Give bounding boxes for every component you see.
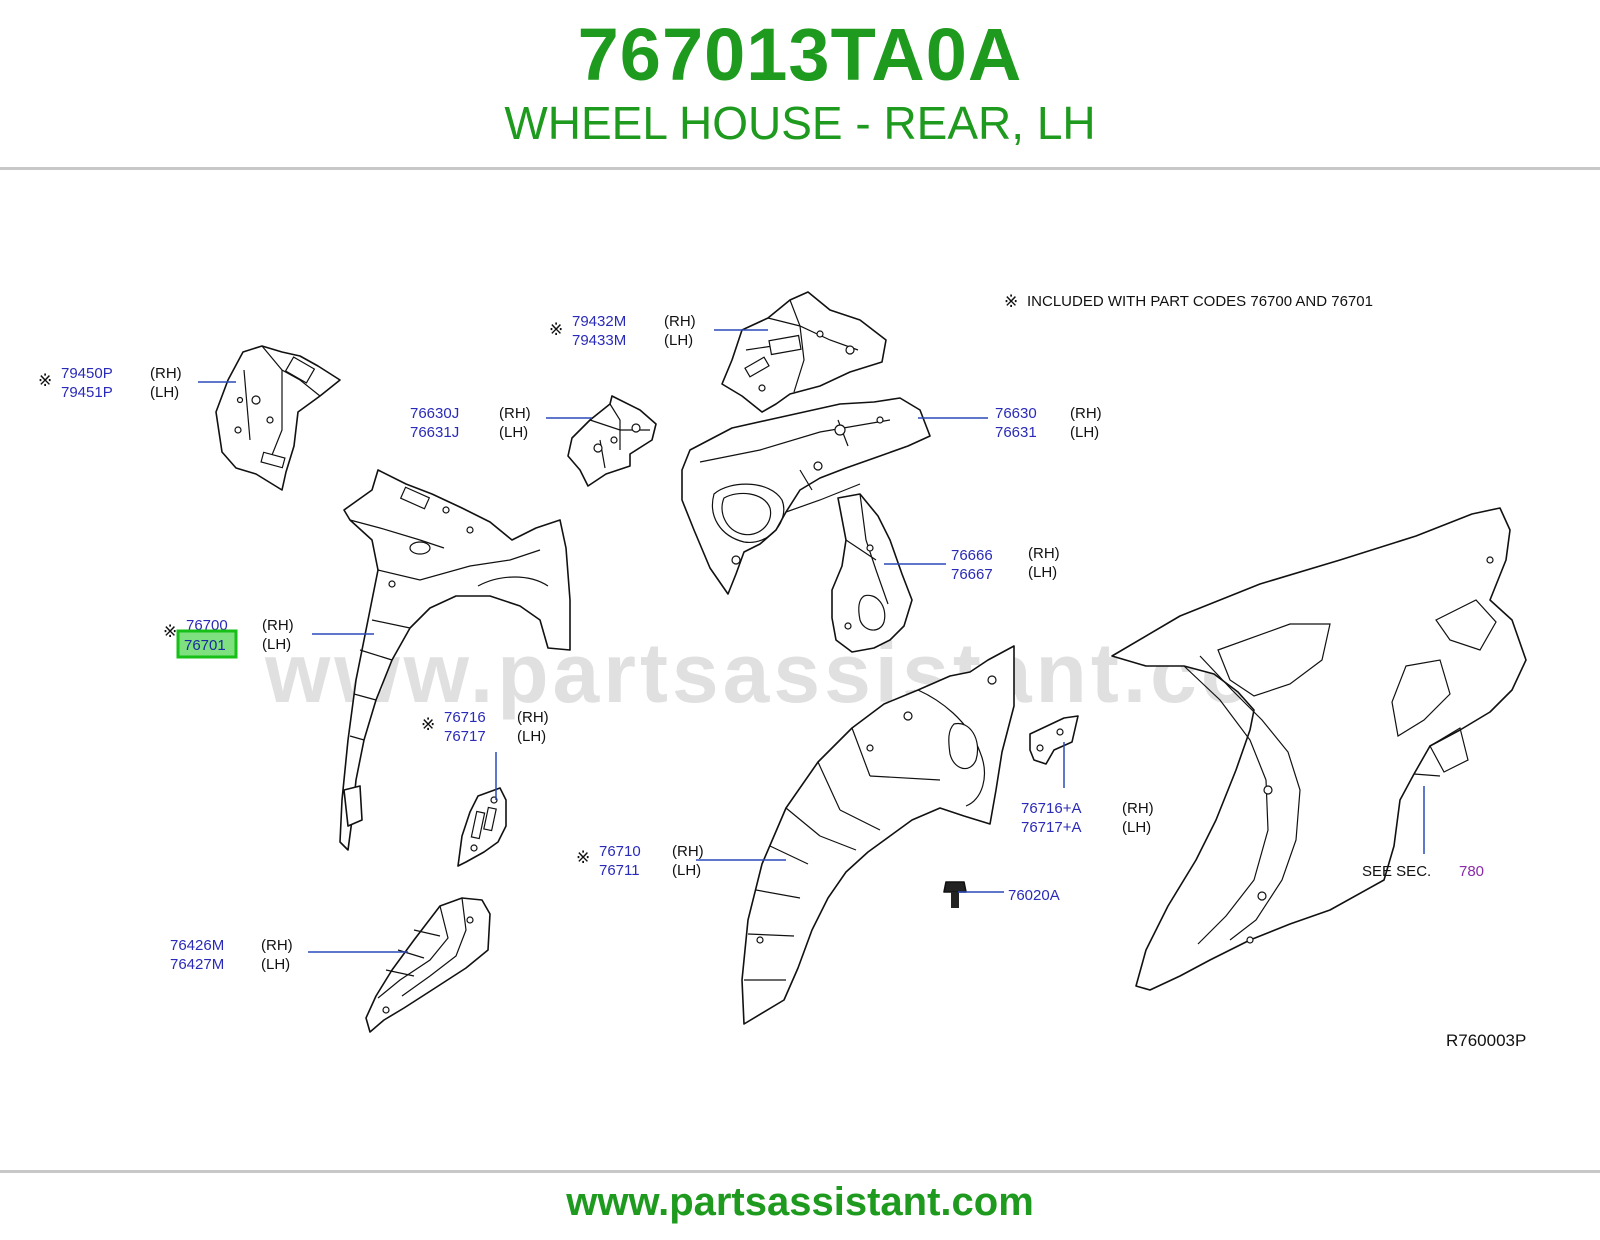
side-label-lh: (LH) [664,332,693,349]
part-code-76717[interactable]: 76717 [444,728,486,745]
part-panel-76630 [681,397,931,595]
part-bracket-76716 [457,787,507,867]
part-code-76666[interactable]: 76666 [951,547,993,564]
footer-divider [0,1170,1600,1173]
side-label-lh: (LH) [1070,424,1099,441]
diagram-code: R760003P [1446,1031,1526,1050]
part-body-side-panel [1111,507,1527,991]
part-code-76716a[interactable]: 76716+A [1021,800,1081,817]
leader-lines [198,329,1425,953]
part-code-76716[interactable]: 76716 [444,709,486,726]
side-label-lh: (LH) [1028,564,1057,581]
reference-mark-icon: ※ [163,622,177,642]
part-code-76667[interactable]: 76667 [951,566,993,583]
reference-mark-icon: ※ [421,715,435,735]
footer-site-url[interactable]: www.partsassistant.com [566,1180,1034,1224]
side-label-rh: (RH) [499,405,531,422]
part-bracket-79450p [215,345,341,491]
part-code-76701-selected[interactable]: 76701 [184,637,226,654]
reference-mark-icon: ※ [38,371,52,391]
see-section-label: SEE SEC. [1362,863,1431,880]
reference-mark-icon: ※ [549,320,563,340]
bolt-76020a-icon [943,881,967,908]
part-bracket-76716a [1029,715,1079,765]
side-label-rh: (RH) [261,937,293,954]
side-label-rh: (RH) [1070,405,1102,422]
part-code-79432m[interactable]: 79432M [572,313,626,330]
part-code-76631j[interactable]: 76631J [410,424,459,441]
selected-part-highlight [176,629,238,659]
included-note: INCLUDED WITH PART CODES 76700 AND 76701 [1027,293,1373,310]
side-label-rh: (RH) [150,365,182,382]
part-code-76711[interactable]: 76711 [599,862,640,879]
reference-mark-icon: ※ [576,848,590,868]
part-code-76426m[interactable]: 76426M [170,937,224,954]
side-label-lh: (LH) [1122,819,1151,836]
page-header: 767013TA0A WHEEL HOUSE - REAR, LH [0,0,1600,170]
part-wheel-house-76710 [741,645,1015,1025]
side-label-lh: (LH) [261,956,290,973]
side-label-rh: (RH) [1028,545,1060,562]
part-number-title: 767013TA0A [577,13,1023,96]
part-code-79451p[interactable]: 79451P [61,384,113,401]
section-ref-link[interactable]: 780 [1459,863,1484,880]
part-wheel-house-76701 [339,469,571,851]
part-code-76020a[interactable]: 76020A [1008,887,1060,904]
side-label-lh: (LH) [499,424,528,441]
part-code-76427m[interactable]: 76427M [170,956,224,973]
part-name-subtitle: WHEEL HOUSE - REAR, LH [504,97,1096,149]
part-bracket-76666 [831,493,913,653]
part-bracket-79432m [721,291,887,413]
part-code-76631[interactable]: 76631 [995,424,1037,441]
side-label-lh: (LH) [150,384,179,401]
side-label-lh: (LH) [262,636,291,653]
side-label-rh: (RH) [517,709,549,726]
part-code-76630j[interactable]: 76630J [410,405,459,422]
side-label-lh: (LH) [517,728,546,745]
part-code-79433m[interactable]: 79433M [572,332,626,349]
side-label-lh: (LH) [672,862,701,879]
side-label-rh: (RH) [262,617,294,634]
reference-mark-icon: ※ [1004,292,1018,312]
side-label-rh: (RH) [664,313,696,330]
part-bracket-76630j [567,395,657,487]
part-code-79450p[interactable]: 79450P [61,365,113,382]
header-divider [0,167,1600,170]
part-member-76426m [365,897,491,1033]
part-code-76630[interactable]: 76630 [995,405,1037,422]
side-label-rh: (RH) [672,843,704,860]
part-code-76710[interactable]: 76710 [599,843,641,860]
part-code-76717a[interactable]: 76717+A [1021,819,1081,836]
side-label-rh: (RH) [1122,800,1154,817]
